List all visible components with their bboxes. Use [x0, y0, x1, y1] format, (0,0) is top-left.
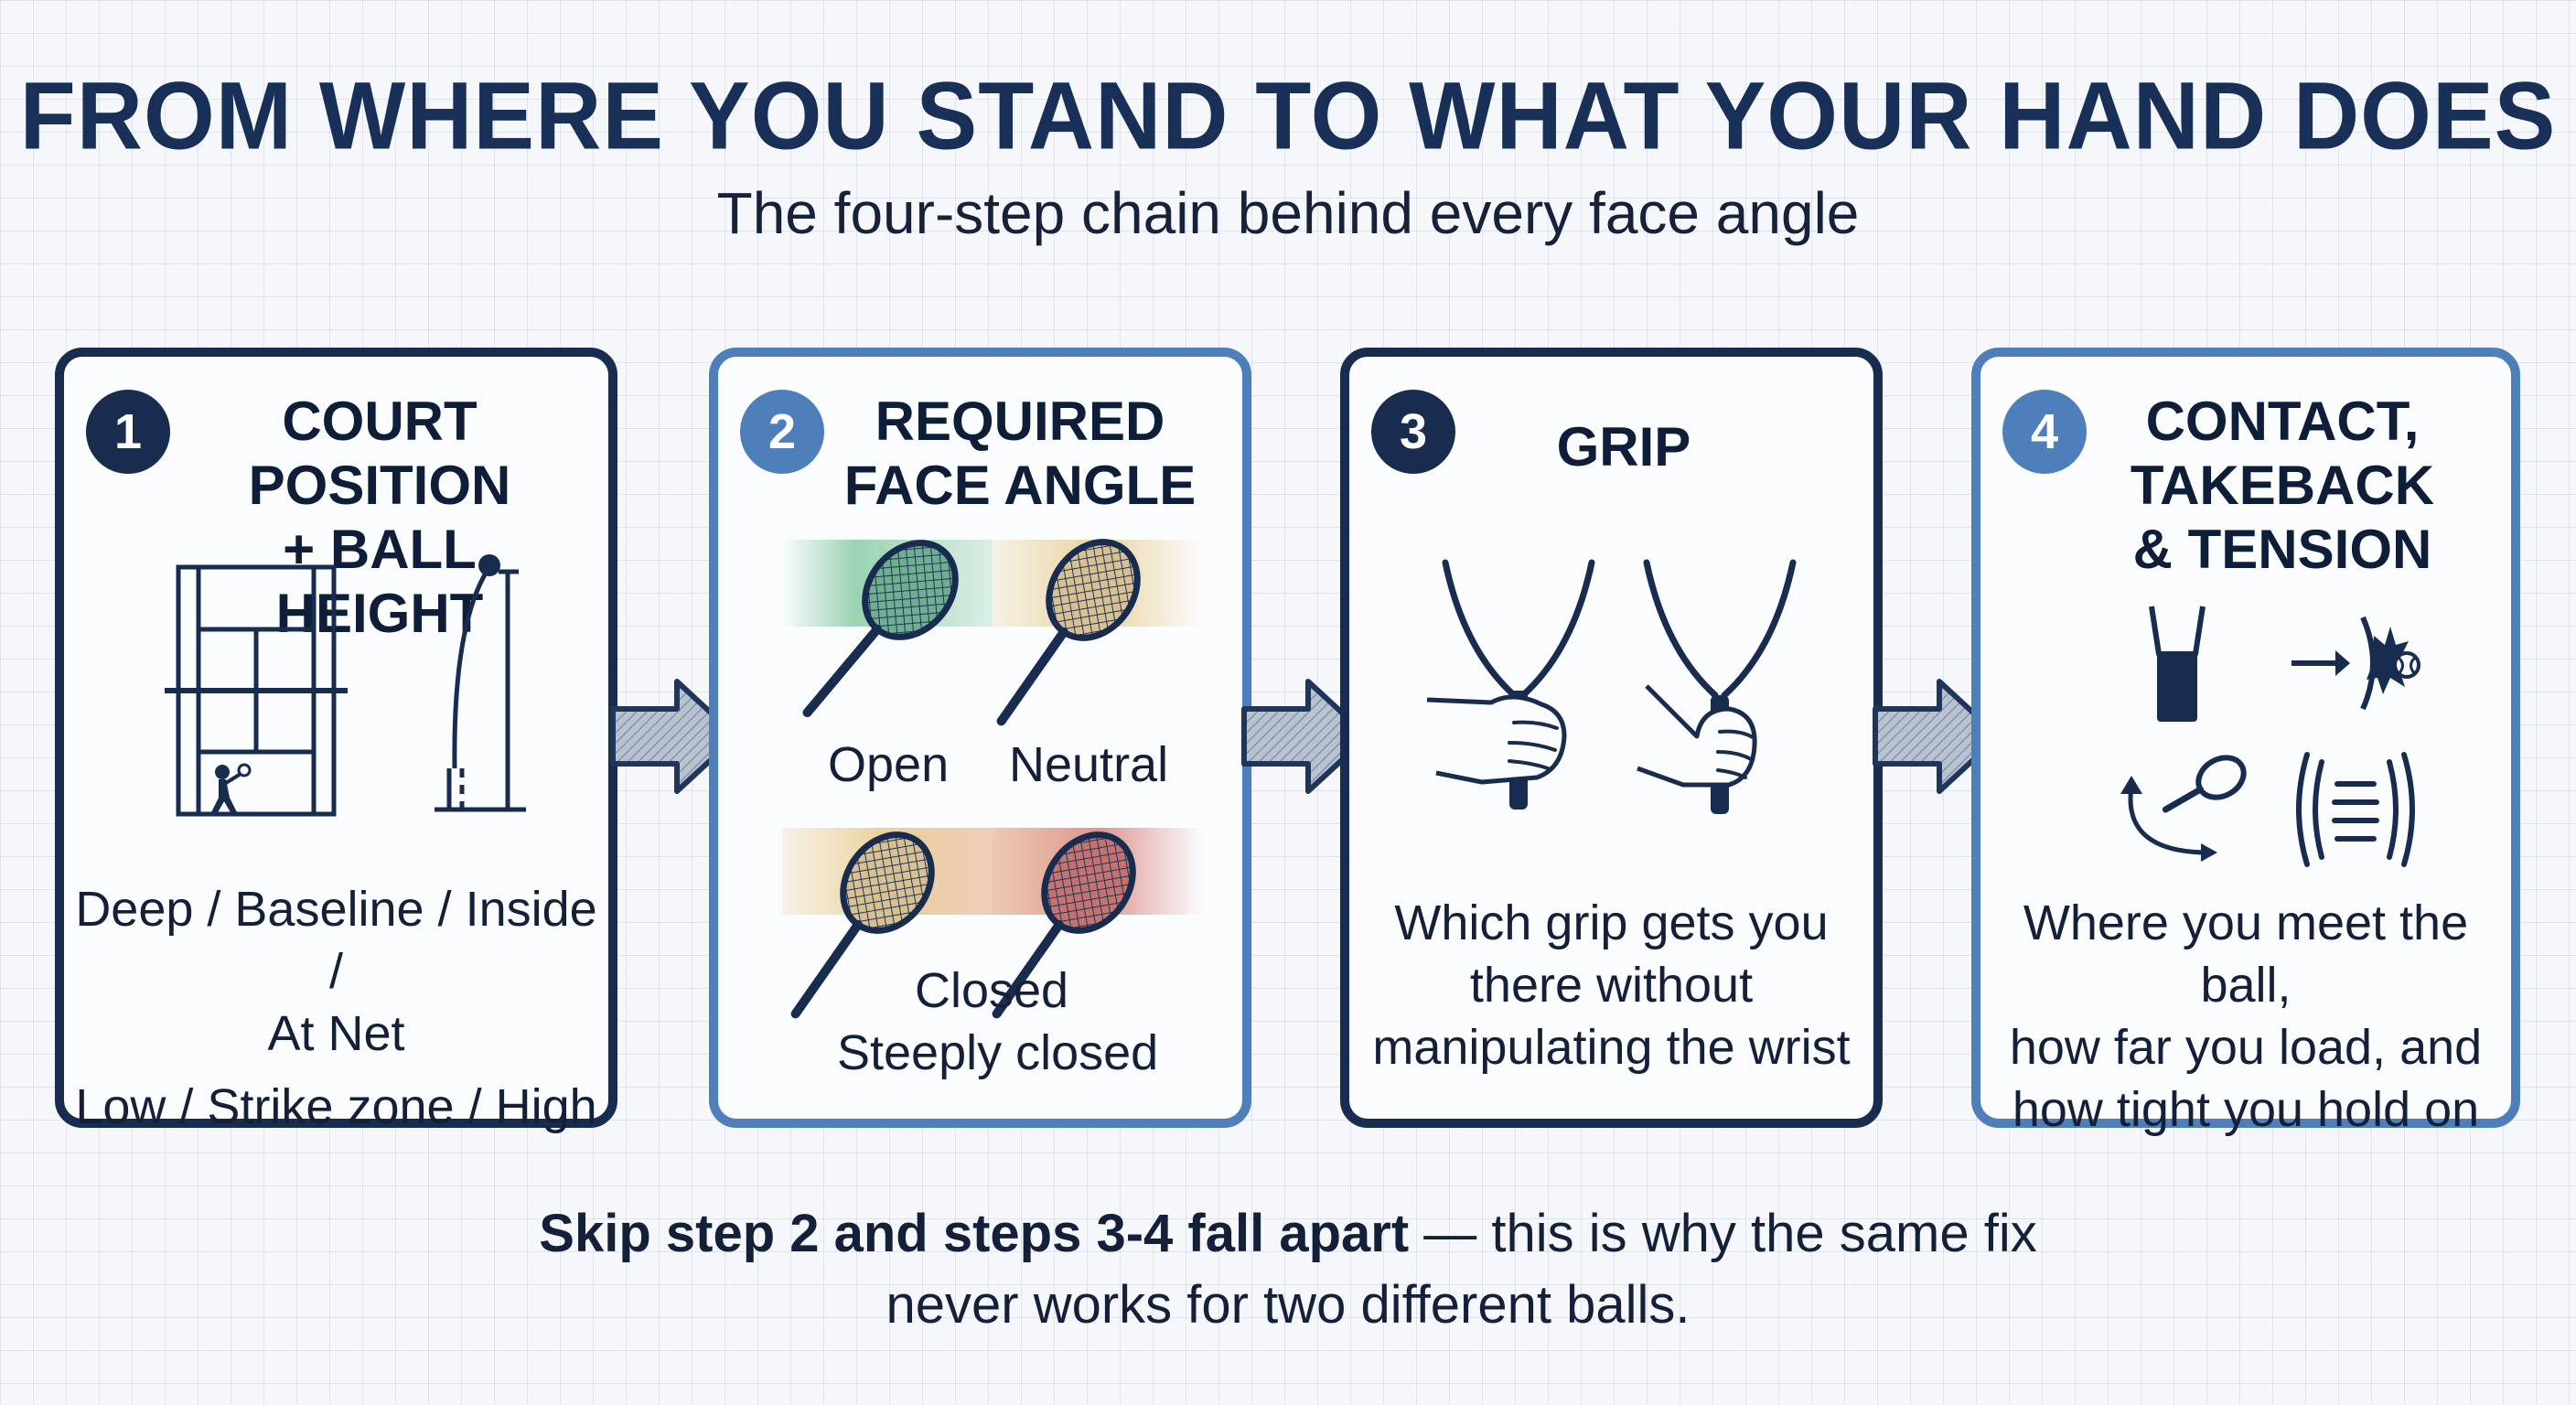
- step-card-3: 3 GRIP Which grip gets you there without…: [1340, 348, 1883, 1128]
- page-subtitle: The four-step chain behind every face an…: [716, 180, 1860, 246]
- angle-label-open: Open: [828, 737, 950, 792]
- step-heading: COURT POSITION + BALL HEIGHT: [248, 391, 511, 644]
- grip-hand-right-icon: [1637, 559, 1797, 814]
- step-number-badge: 2: [740, 390, 824, 474]
- step-number-badge: 1: [86, 390, 170, 474]
- body-stance-icon: [2149, 606, 2206, 722]
- step-number-badge: 4: [2002, 390, 2087, 474]
- footer-text-line2: never works for two different balls.: [886, 1275, 1690, 1335]
- racket-open-icon: [782, 540, 993, 718]
- angle-label-neutral: Neutral: [1009, 737, 1169, 792]
- step-card-4: 4 CONTACT, TAKEBACK & TENSION: [1971, 348, 2520, 1137]
- page-title: FROM WHERE YOU STAND TO WHAT YOUR HAND D…: [19, 62, 2557, 170]
- angle-label-steeply-closed: Steeply closed: [837, 1025, 1159, 1080]
- muscle-tension-icon: [2296, 752, 2415, 867]
- flow-arrow-icon: [1873, 679, 2002, 794]
- ball-height-gauge-icon: [435, 554, 526, 812]
- angle-label-closed: Closed: [915, 963, 1069, 1018]
- step-description: Where you meet the ball, how far you loa…: [2009, 896, 2483, 1137]
- footer-emphasis: Skip step 2 and steps 3-4 fall apart: [539, 1204, 1410, 1263]
- step-card-2: 2 REQUIRED FACE ANGLE Open Neutral: [709, 348, 1251, 1128]
- step-card-1: 1 COURT POSITION + BALL HEIGHT: [55, 348, 617, 1134]
- tennis-court-diagram-icon: [165, 564, 348, 817]
- grip-hand-left-icon: [1426, 559, 1595, 810]
- footer-note: Skip step 2 and steps 3-4 fall apart — t…: [0, 1198, 2576, 1341]
- ball-contact-impact-icon: [2292, 616, 2420, 711]
- flow-arrow-icon: [610, 679, 739, 794]
- racket-closed-icon: [782, 828, 993, 1019]
- racket-steeply-closed-icon: [992, 828, 1203, 1019]
- step-description: Which grip gets you there without manipu…: [1372, 896, 1851, 1075]
- step-heading: GRIP: [1556, 416, 1691, 477]
- flow-arrow-icon: [1241, 679, 1370, 794]
- step-description: Deep / Baseline / Inside / At Net Low / …: [75, 882, 597, 1134]
- step-number-badge: 3: [1371, 390, 1455, 474]
- takeback-swing-icon: [2120, 755, 2247, 862]
- step-heading: REQUIRED FACE ANGLE: [843, 391, 1197, 516]
- racket-neutral-icon: [993, 539, 1203, 726]
- step-heading: CONTACT, TAKEBACK & TENSION: [2130, 391, 2435, 580]
- footer-text: — this is why the same fix: [1409, 1204, 2037, 1263]
